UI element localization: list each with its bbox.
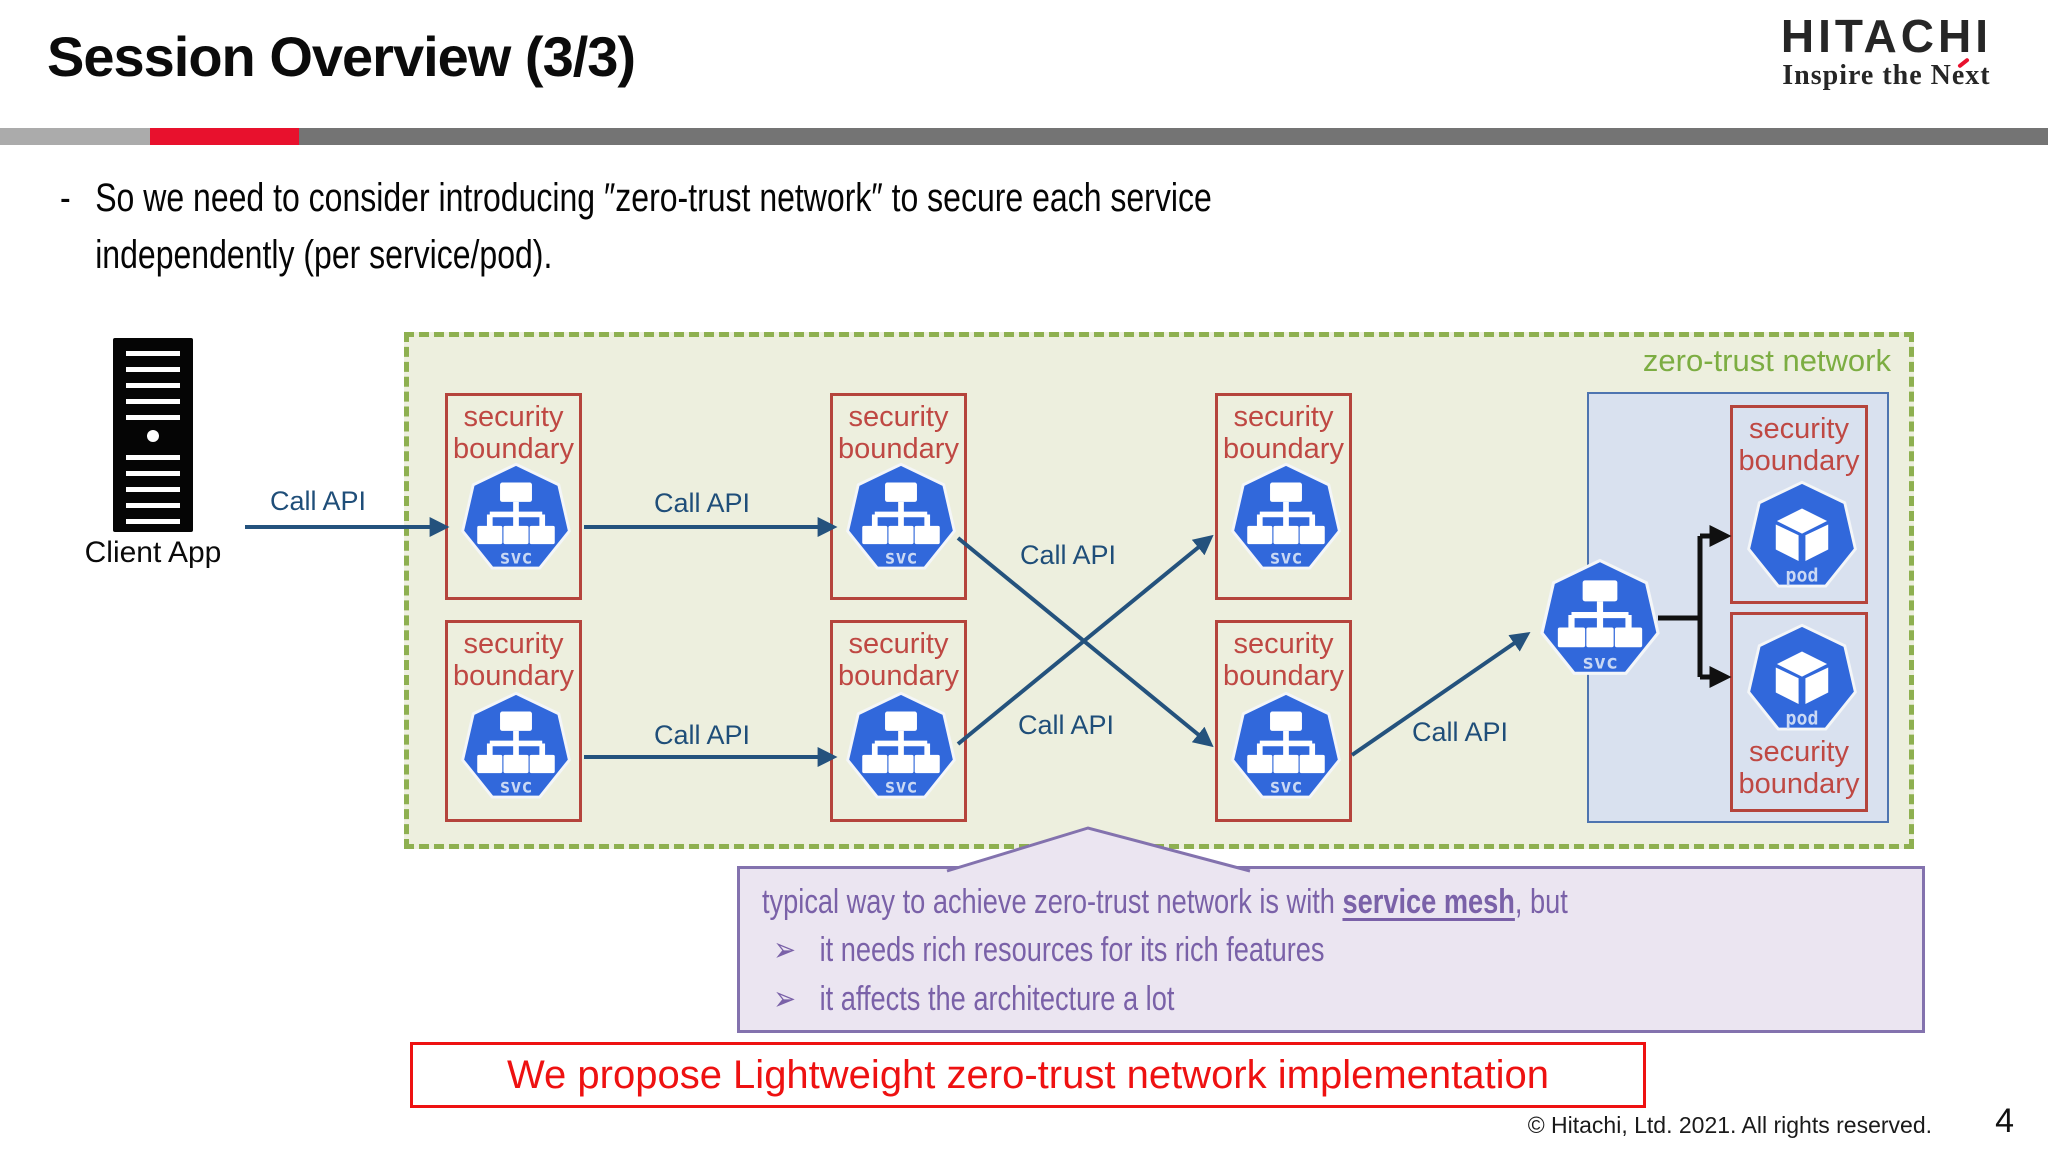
security-boundary-label: security boundary [838,628,959,692]
security-boundary-label: security boundary [1223,628,1344,692]
security-boundary-box: pod security boundary [1730,612,1868,812]
security-boundary-box: security boundary pod [1730,405,1868,604]
arrowhead-bullet-icon: ➢ [773,931,796,970]
kubernetes-pod-icon: pod [1747,623,1857,731]
logo-tagline: Inspire the Next [1782,57,1990,92]
call-api-label: Call API [653,488,751,518]
bullet-dash: - [60,176,71,220]
kubernetes-svc-icon: svc [461,462,571,570]
kubernetes-pod-icon: pod [1747,480,1857,588]
security-boundary-box: security boundary svc [445,620,582,822]
divider-bar-red [150,128,299,145]
security-boundary-box: security boundary svc [830,620,967,822]
kubernetes-svc-icon: svc [846,462,956,570]
proposal-box: We propose Lightweight zero-trust networ… [410,1042,1646,1108]
service-mesh-callout: typical way to achieve zero-trust networ… [737,866,1925,1033]
security-boundary-label: security boundary [453,401,574,465]
logo-brand: HITACHI [1780,10,1992,62]
pod-label: pod [1786,708,1819,729]
callout-bullet: ➢ it affects the architecture a lot [773,975,1914,1023]
bullet-paragraph: - So we need to consider introducing ″ze… [60,170,1580,284]
security-boundary-label: security boundary [1738,413,1860,477]
page-title: Session Overview (3/3) [47,25,636,88]
security-boundary-label: security boundary [453,628,574,692]
svc-label: svc [885,776,918,797]
callout-emphasis: service mesh [1342,883,1515,921]
zone-label: zero-trust network [1642,343,1891,378]
svc-label: svc [1582,650,1618,673]
kubernetes-svc-icon: svc [1231,462,1341,570]
svc-label: svc [1270,547,1303,568]
call-api-label: Call API [1411,717,1509,747]
security-boundary-box: security boundary svc [445,393,582,600]
pod-label: pod [1786,565,1819,586]
divider-bar-dark [299,128,2048,145]
hitachi-logo: HITACHI Inspire the Next [1781,12,1992,92]
svc-label: svc [1270,776,1303,797]
security-boundary-box: security boundary svc [1215,393,1352,600]
bullet-text: So we need to consider introducing ″zero… [95,176,1212,277]
call-api-label: Call API [653,720,751,750]
arrowhead-bullet-icon: ➢ [773,979,796,1018]
svc-label: svc [500,547,533,568]
kubernetes-svc-icon: svc [846,691,956,799]
svc-label: svc [885,547,918,568]
proposal-text: We propose Lightweight zero-trust networ… [507,1052,1549,1097]
security-boundary-label: security boundary [1738,736,1860,801]
client-app-label: Client App [84,536,222,569]
kubernetes-svc-icon: svc [461,691,571,799]
call-api-label: Call API [1017,710,1115,740]
kubernetes-svc-icon: svc [1540,558,1660,675]
security-boundary-box: security boundary svc [830,393,967,600]
page-number: 4 [1995,1102,2014,1140]
callout-pointer [946,826,1251,873]
kubernetes-svc-icon: svc [1231,691,1341,799]
call-api-label: Call API [269,486,367,516]
callout-bullet: ➢ it needs rich resources for its rich f… [773,926,1914,974]
security-boundary-box: security boundary svc [1215,620,1352,822]
svc-label: svc [500,776,533,797]
call-api-label: Call API [1019,540,1117,570]
divider-bar-light [0,128,150,145]
security-boundary-label: security boundary [1223,401,1344,465]
callout-line1: typical way to achieve zero-trust networ… [762,883,1568,921]
copyright-notice: © Hitachi, Ltd. 2021. All rights reserve… [1527,1112,1932,1138]
client-app-icon [113,338,193,532]
callout-text: typical way to achieve zero-trust networ… [762,878,1914,1023]
security-boundary-label: security boundary [838,401,959,465]
